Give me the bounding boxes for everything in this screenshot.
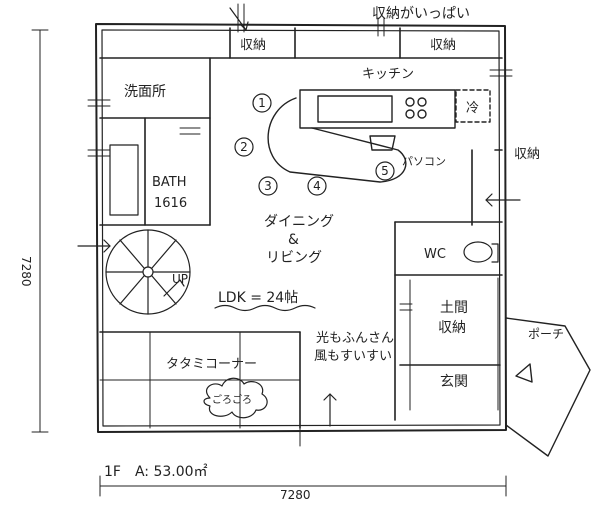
seat-number-1: 1 — [258, 96, 266, 110]
stairs-up-label: UP — [172, 272, 188, 286]
ldk-underline — [214, 304, 316, 312]
seat-circle-1 — [252, 93, 272, 113]
seat-circle-2 — [234, 137, 254, 157]
entry-arrows — [77, 7, 521, 427]
tatami-corner-label: タタミコーナー — [166, 357, 257, 372]
light-wind-line1: 光もふんさん — [316, 331, 394, 346]
pc-corner-label: パソコン — [402, 155, 446, 168]
seat-number-4: 4 — [313, 179, 321, 193]
wc-label: WC — [424, 247, 446, 262]
dining-label-line2: & — [288, 232, 299, 248]
porch — [505, 317, 591, 457]
storage-top-right-label: 収納 — [430, 38, 456, 53]
kitchen-counter — [299, 89, 491, 129]
partition-walls — [99, 27, 503, 429]
storage-right-label: 収納 — [514, 147, 540, 162]
toilet — [463, 241, 499, 263]
seat-number-5: 5 — [381, 164, 389, 178]
cloud-label: ごろごろ — [212, 393, 252, 406]
porch-label: ポーチ — [528, 327, 564, 341]
dimension-vertical — [31, 29, 49, 433]
dirt-floor-label-line1: 土間 — [440, 300, 468, 316]
light-wind-line2: 風もすいすい — [314, 349, 392, 364]
dimension-horizontal-label: 7280 — [280, 488, 311, 502]
seat-circle-4 — [307, 176, 327, 196]
storage-top-left-label: 収納 — [240, 38, 266, 53]
washroom-label: 洗面所 — [124, 84, 166, 100]
seat-circle-3 — [258, 176, 278, 196]
dining-counter — [267, 97, 407, 183]
spiral-staircase — [105, 229, 191, 315]
seat-number-2: 2 — [240, 140, 248, 154]
dining-label-line3: リビング — [266, 250, 322, 266]
bath-size-label: 1616 — [154, 196, 187, 211]
entrance-label: 玄関 — [440, 373, 468, 390]
bathtub — [109, 144, 139, 216]
floor-area-label: 1F A: 53.00㎡ — [104, 464, 208, 480]
dimension-vertical-label: 7280 — [19, 256, 33, 287]
outer-walls — [95, 23, 507, 433]
kitchen-label: キッチン — [362, 67, 414, 82]
dimension-horizontal — [99, 475, 507, 497]
dining-label-line1: ダイニング — [264, 214, 334, 230]
seats — [234, 93, 395, 196]
ldk-label: LDK = 24帖 — [218, 290, 298, 306]
storage-top-center-label: 収納がいっぱい — [372, 6, 470, 22]
seat-number-3: 3 — [264, 179, 272, 193]
cloud-doodle — [203, 377, 268, 419]
fridge-label: 冷 — [466, 101, 479, 116]
dirt-floor-label-line2: 収納 — [438, 320, 466, 336]
bath-label: BATH — [152, 175, 187, 190]
seat-circle-5 — [375, 161, 395, 181]
